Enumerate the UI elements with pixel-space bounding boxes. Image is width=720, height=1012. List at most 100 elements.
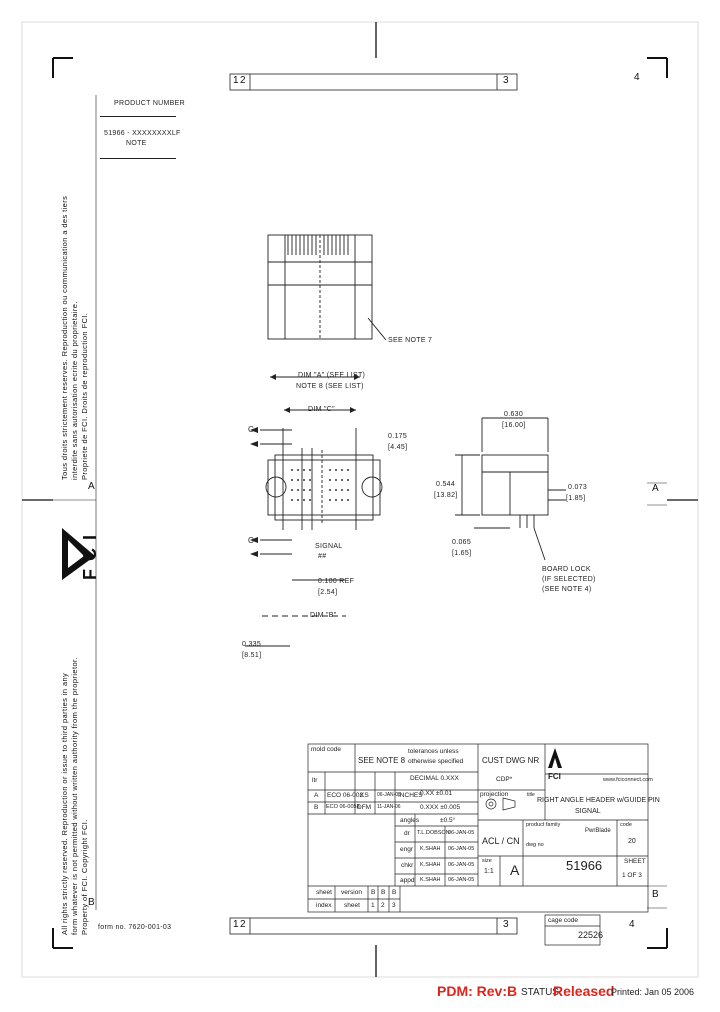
dim-0630-mm: [16.00] bbox=[502, 422, 526, 429]
zone-top-2: 2 bbox=[240, 75, 246, 86]
zone-top-4: 4 bbox=[634, 72, 640, 83]
zone-right-a: A bbox=[652, 483, 659, 494]
tb-code-label: code bbox=[620, 822, 632, 828]
tb-role-dr-name: T.L.DOBSON bbox=[417, 830, 450, 836]
tb-index-2: 2 bbox=[381, 902, 385, 909]
tb-projection: projection bbox=[480, 791, 509, 798]
tb-index-sheet-label: sheet bbox=[344, 902, 360, 909]
tb-scale-value: 1:1 bbox=[484, 868, 494, 875]
tb-rev-b-date: 11-JAN-06 bbox=[377, 804, 401, 810]
tb-acl: ACL / CN bbox=[482, 836, 520, 846]
printed-date: Printed: Jan 05 2006 bbox=[611, 987, 695, 997]
section-c-bottom: C bbox=[248, 536, 254, 545]
tb-title-label: title bbox=[527, 792, 535, 798]
tb-version-label: version bbox=[341, 889, 362, 896]
section-c-top: C bbox=[248, 425, 254, 434]
tb-website: www.fciconnect.com bbox=[603, 777, 653, 783]
tb-role-appd: appd bbox=[400, 877, 415, 884]
board-lock-1: BOARD LOCK bbox=[542, 566, 591, 573]
tb-linear-4: 0.XXX ±0.005 bbox=[420, 804, 461, 811]
form-number: form no. 7620-001-03 bbox=[98, 924, 172, 931]
pdm-revision: PDM: Rev:B bbox=[437, 983, 518, 999]
zone-top-1: 1 bbox=[233, 75, 239, 86]
tb-angles-value: ±0.5° bbox=[440, 817, 456, 824]
tb-role-engr: engr bbox=[400, 846, 414, 853]
tb-rev-a-by: KS bbox=[360, 792, 369, 799]
copyright-fr-line-2: interdite sans autorisation ecrite du pr… bbox=[70, 301, 79, 480]
tb-sheet-value: 1 OF 3 bbox=[622, 872, 642, 879]
product-number-header: PRODUCT NUMBER bbox=[114, 100, 185, 107]
zone-left-b: B bbox=[88, 897, 95, 908]
copyright-en-line-2: form whatever is not permitted without w… bbox=[70, 657, 79, 935]
dim-0175: 0.175 bbox=[388, 433, 408, 440]
tb-code-value: 20 bbox=[628, 838, 636, 845]
copyright-fr-line-3: Propriete de FCI. Droits de reproduction… bbox=[80, 312, 89, 480]
board-lock-2: (IF SELECTED) bbox=[542, 576, 596, 583]
copyright-fr-line-1: Tous droits strictement reserves. Reprod… bbox=[60, 195, 69, 480]
dim-c: DIM "C" bbox=[308, 406, 335, 413]
tb-cust-dwg: CUST DWG NR bbox=[482, 756, 540, 765]
tb-cust-dwg-sub: CDP* bbox=[496, 776, 513, 783]
dim-0544-mm: [13.82] bbox=[434, 492, 458, 499]
product-number-value: 51966 - XXXXXXXXLF bbox=[104, 130, 181, 137]
tb-role-appd-date: 06-JAN-05 bbox=[448, 877, 475, 883]
tb-linear-3: 0.XX ±0.01 bbox=[420, 790, 453, 797]
fci-side-logo-text: FCI bbox=[80, 527, 100, 580]
tb-dwg-number: 51966 bbox=[566, 858, 603, 873]
tb-scale-label: scale bbox=[479, 858, 481, 859]
tb-role-chkr-name: K.SHAH bbox=[420, 862, 441, 868]
tb-size-value: A bbox=[510, 862, 520, 878]
dim-b: DIM "B" bbox=[310, 612, 337, 619]
dim-0073: 0.073 bbox=[568, 484, 588, 491]
tb-pwr-label: PwrBlade bbox=[585, 828, 611, 834]
tb-index-3: 3 bbox=[392, 902, 396, 909]
cage-code-label: cage code bbox=[548, 917, 578, 924]
dim-0544: 0.544 bbox=[436, 481, 456, 488]
dim-a-line2: NOTE 8 (SEE LIST) bbox=[296, 383, 364, 390]
tb-role-engr-date: 06-JAN-05 bbox=[448, 846, 475, 852]
dim-0065-mm: [1.65] bbox=[452, 550, 472, 557]
tb-sheet-num-3: B bbox=[392, 889, 397, 896]
zone-bottom-1: 1 bbox=[233, 919, 239, 930]
tb-sheet-num-1: B bbox=[371, 889, 376, 896]
dim-0065: 0.065 bbox=[452, 539, 472, 546]
tb-see-note: SEE NOTE 8 bbox=[358, 756, 406, 765]
zone-bottom-2: 2 bbox=[240, 919, 246, 930]
tb-mold-code-label: mold code bbox=[311, 746, 341, 753]
product-block-divider-2 bbox=[100, 158, 176, 159]
zone-bottom-3: 3 bbox=[503, 919, 509, 930]
dim-0100: 0.100 REF bbox=[318, 578, 355, 585]
note-see-note-7: SEE NOTE 7 bbox=[388, 337, 433, 344]
signal-sub: ## bbox=[318, 553, 327, 560]
tb-role-engr-name: K.SHAH bbox=[420, 846, 441, 852]
tb-linear-1: DECIMAL 0.XXX bbox=[410, 775, 459, 782]
dim-a-line1: DIM "A" (SEE LIST) bbox=[298, 372, 366, 379]
tb-tolerances-1: tolerances unless bbox=[408, 748, 459, 755]
product-block-divider bbox=[100, 116, 176, 117]
board-lock-3: (SEE NOTE 4) bbox=[542, 586, 592, 593]
tb-company-logo-letter: A bbox=[549, 745, 550, 746]
tb-role-dr-date: 06-JAN-05 bbox=[448, 830, 475, 836]
tb-linear-2: INCHES bbox=[398, 792, 423, 799]
tb-rev-a-desc: ECO 06-002 bbox=[327, 792, 364, 799]
tb-index-1: 1 bbox=[371, 902, 375, 909]
tb-tolerances-2: otherwise specified bbox=[408, 758, 464, 765]
dim-0630: 0.630 bbox=[504, 411, 524, 418]
tb-dwg-label: dwg no bbox=[526, 842, 544, 848]
tb-role-chkr: chkr bbox=[401, 862, 414, 869]
tb-angles: angles bbox=[400, 817, 420, 824]
copyright-en-line-1: All rights strictly reserved. Reproducti… bbox=[60, 672, 69, 935]
tb-rev-b-by: DFM bbox=[357, 804, 372, 811]
zone-bottom-4: 4 bbox=[629, 919, 635, 930]
product-number-note: NOTE bbox=[126, 140, 147, 147]
tb-rev-b-desc: ECO 06-0058 bbox=[326, 804, 360, 810]
status-label: STATUS bbox=[521, 987, 559, 998]
tb-rev-b-ltr: B bbox=[314, 804, 319, 811]
dim-0335-mm: [8.51] bbox=[242, 652, 262, 659]
tb-ltr-header: ltr bbox=[312, 777, 318, 784]
signal-label: SIGNAL bbox=[315, 543, 343, 550]
tb-sheet-label: SHEET bbox=[624, 858, 646, 865]
copyright-en-line-3: Property of FCI. Copyright FCI. bbox=[80, 819, 89, 935]
tb-title-line-2: SIGNAL bbox=[575, 808, 601, 815]
